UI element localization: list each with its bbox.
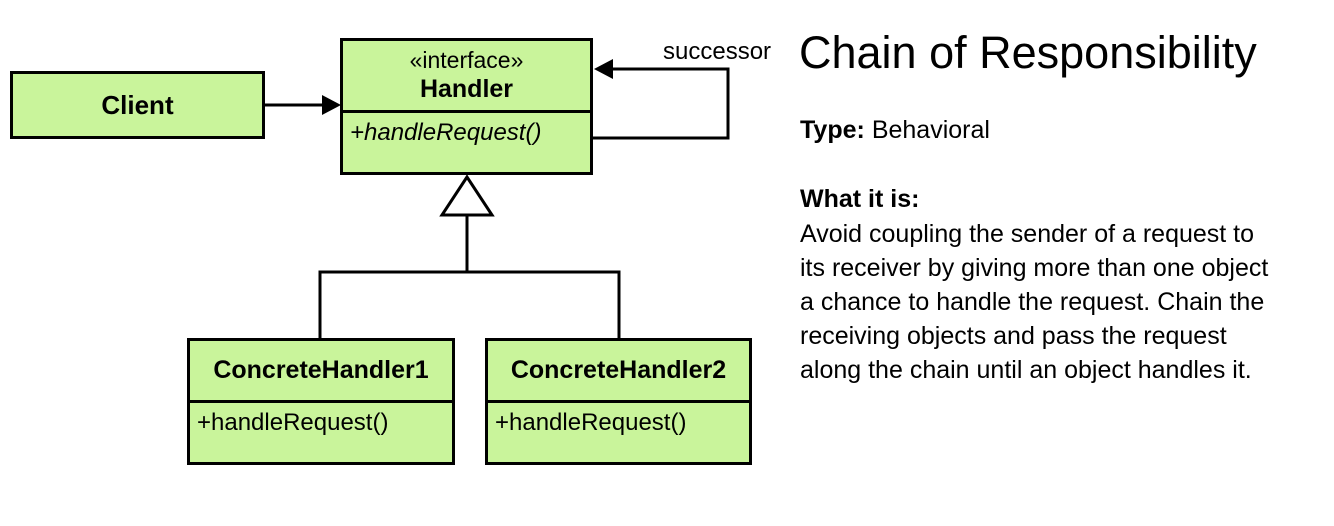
handler-method: +handleRequest() xyxy=(350,119,542,146)
successor-arrowhead-icon xyxy=(594,59,613,79)
pattern-type-line: Type:Behavioral xyxy=(800,115,990,145)
handler-title-compartment: «interface» Handler xyxy=(343,41,590,113)
client-to-handler-arrowhead-icon xyxy=(322,95,341,115)
concrete-handler-1-name: ConcreteHandler1 xyxy=(190,341,452,403)
concrete-handler-2-method: +handleRequest() xyxy=(495,409,687,436)
generalization-triangle-icon xyxy=(439,174,495,217)
generalization-branch-lines xyxy=(318,270,621,338)
type-value: Behavioral xyxy=(871,116,990,144)
handler-interface-box: «interface» Handler +handleRequest() xyxy=(340,38,593,175)
concrete-handler-1-class-box: ConcreteHandler1 +handleRequest() xyxy=(187,338,455,465)
successor-self-association-line xyxy=(592,67,730,140)
client-class-name: Client xyxy=(101,89,174,120)
concrete-handler-1-method: +handleRequest() xyxy=(197,409,389,436)
type-label: Type: xyxy=(800,116,865,144)
pattern-description: Avoid coupling the sender of a request t… xyxy=(800,220,1269,384)
concrete-handler-2-class-box: ConcreteHandler2 +handleRequest() xyxy=(485,338,752,465)
client-class-box: Client xyxy=(10,71,265,139)
handler-stereotype: «interface» xyxy=(409,46,524,73)
successor-association-label: successor xyxy=(663,38,772,65)
handler-class-name: Handler xyxy=(419,75,514,104)
what-it-is-label: What it is: xyxy=(800,185,920,213)
pattern-title: Chain of Responsibility xyxy=(799,27,1257,78)
concrete-handler-2-name: ConcreteHandler2 xyxy=(488,341,749,403)
